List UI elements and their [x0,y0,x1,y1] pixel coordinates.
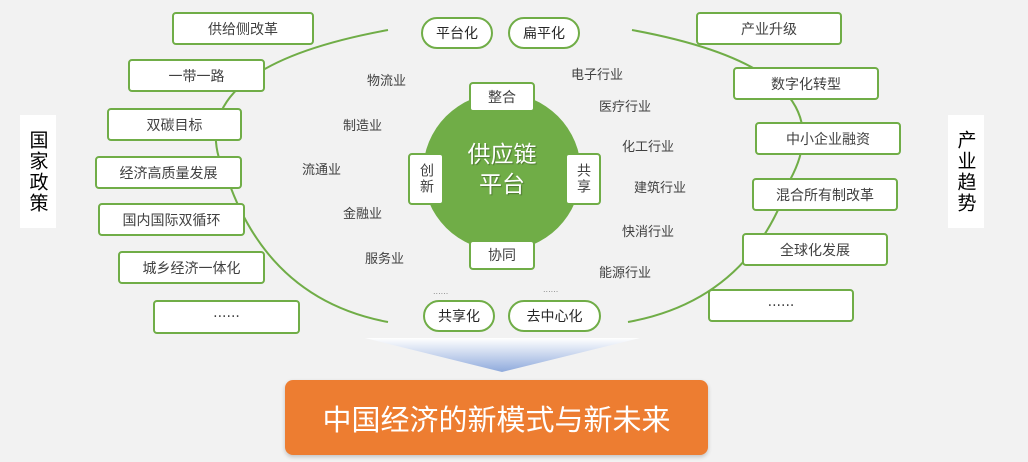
center-title-line2: 平台 [479,172,525,198]
trend-item: 全球化发展 [742,233,888,266]
trend-item: 中小企业融资 [755,122,901,155]
industry-label: 金融业 [343,207,383,222]
policy-item: 国内国际双循环 [98,203,245,236]
center-circle [423,93,581,251]
industry-label: 物流业 [367,74,407,89]
center-innovate: 创新 [408,153,444,205]
industry-label: 能源行业 [599,266,652,281]
policy-item: 双碳目标 [107,108,242,141]
policy-item: 城乡经济一体化 [118,251,265,284]
industry-label: 医疗行业 [599,100,652,115]
industry-label: 流通业 [302,163,342,178]
pill-sharing: 共享化 [423,300,495,332]
trend-label: 产业趋势 [948,115,984,228]
policy-item: 一带一路 [128,59,265,92]
center-integrate: 整合 [469,82,535,112]
center-share: 共享 [565,153,601,205]
industry-label: 建筑行业 [634,181,687,196]
dots-left: ...... [433,287,449,296]
center-title-line1: 供应链 [467,142,537,168]
trend-item: 产业升级 [696,12,842,45]
trend-item: 混合所有制改革 [752,178,898,211]
pill-platformization: 平台化 [421,17,493,49]
trend-item-more: ······ [708,289,854,322]
policy-item: 供给侧改革 [172,12,314,45]
industry-label: 制造业 [343,119,383,134]
funnel-arrow [365,338,640,372]
result-banner: 中国经济的新模式与新未来 [285,380,708,455]
industry-label: 快消行业 [622,225,675,240]
dots-right: ...... [543,285,559,294]
industry-label: 服务业 [365,252,405,267]
industry-label: 电子行业 [571,68,624,83]
trend-item: 数字化转型 [733,67,879,100]
center-collaborate: 协同 [469,240,535,270]
policy-item-more: ······ [153,300,300,334]
industry-label: 化工行业 [622,140,675,155]
center-title: 供应链 平台 [440,140,564,200]
policy-item: 经济高质量发展 [95,156,242,189]
pill-decentralization: 去中心化 [508,300,601,332]
pill-flattening: 扁平化 [508,17,580,49]
policy-label: 国家政策 [20,115,56,228]
